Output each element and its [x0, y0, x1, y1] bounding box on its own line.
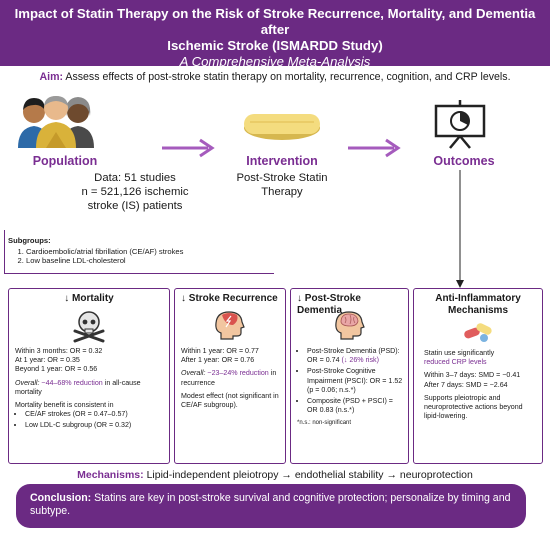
population-title: Population: [32, 154, 98, 168]
population-line-1: Data: 51 studies: [94, 172, 176, 184]
conclusion-box: Conclusion: Statins are key in post-stro…: [16, 484, 526, 528]
presentation-chart-icon: [434, 100, 486, 149]
card-recurrence: ↓ Stroke Recurrence Within 1 year: OR = …: [174, 288, 286, 464]
recurrence-line: Within 1 year: OR = 0.77: [181, 347, 259, 355]
subgroups-bracket: [4, 230, 274, 274]
mortality-line: Within 3 months: OR = 0.32: [15, 347, 103, 355]
subgroups-box: Subgroups: Cardioembolic/atrial fibrilla…: [8, 236, 223, 266]
skull-crossbones-icon: [73, 311, 105, 343]
mechanisms-statement: Mechanisms: Lipid-independent pleiotropy…: [0, 469, 550, 481]
dementia-list: Post-Stroke Dementia (PSD): OR = 0.74 (↓…: [297, 347, 404, 415]
header-banner: Impact of Statin Therapy on the Risk of …: [0, 0, 550, 69]
population-line-3: stroke (IS) patients: [87, 200, 183, 212]
intervention-title: Intervention: [246, 154, 318, 168]
subtitle: A Comprehensive Meta-Analysis: [179, 54, 371, 69]
aim-text: Assess effects of post-stroke statin the…: [63, 71, 511, 83]
title-line-1: Impact of Statin Therapy on the Risk of …: [14, 6, 536, 37]
card-inflammation-title: Anti-Inflammatory Mechanisms: [414, 289, 542, 317]
mortality-line: Beyond 1 year: OR = 0.56: [15, 365, 98, 374]
head-lightning-icon: [215, 311, 245, 340]
intervention-line-1: Post-Stroke Statin: [236, 172, 328, 184]
dementia-item-1: Post-Stroke Dementia (PSD): OR = 0.74: [307, 347, 400, 365]
mechanisms-label: Mechanisms:: [77, 469, 144, 481]
people-group-icon: [18, 96, 94, 148]
conclusion-text: Statins are key in post-stroke survival …: [30, 492, 511, 517]
card-mortality: ↓ Mortality Within 3 months: OR = 0.32 A…: [8, 288, 170, 464]
inflammation-intro-highlight: reduced CRP levels: [424, 358, 487, 367]
mortality-overall-rest: in all-cause mortality: [15, 378, 141, 396]
recurrence-overall-rest: in recurrence: [181, 369, 277, 387]
pills-cluster-icon: [464, 323, 492, 342]
card-recurrence-title: ↓ Stroke Recurrence: [181, 293, 278, 304]
list-item: Post-Stroke Cognitive Impairment (PSCI):…: [307, 367, 404, 395]
list-item: Low LDL-C subgroup (OR = 0.32): [25, 421, 165, 430]
population-text: Data: 51 studies n = 521,126 ischemic st…: [40, 171, 230, 213]
card-recurrence-body: Within 1 year: OR = 0.77 After 1 year: O…: [181, 347, 281, 414]
arrow-down-icon: [456, 170, 464, 288]
card-mortality-title: ↓ Mortality: [64, 293, 114, 304]
title-line-2: Ischemic Stroke (ISMARDD Study): [167, 38, 383, 53]
card-dementia-title: ↓ Post-Stroke Dementia: [297, 293, 361, 316]
dementia-item-1-highlight: (↓ 26% risk): [341, 356, 379, 365]
mortality-overall-label: Overall:: [15, 378, 40, 387]
mortality-line: At 1 year: OR = 0.35: [15, 356, 80, 365]
arrow-right-icon: [162, 138, 215, 158]
inflammation-line: After 7 days: SMD = −2.64: [424, 380, 508, 389]
mortality-benefit-intro: Mortality benefit is consistent in: [15, 401, 114, 410]
intervention-line-2: Therapy: [261, 186, 303, 198]
intervention-text: Post-Stroke Statin Therapy: [212, 171, 352, 199]
list-item: Post-Stroke Dementia (PSD): OR = 0.74 (↓…: [307, 347, 404, 365]
list-item: Composite (PSD + PSCI) = OR 0.83 (n.s.*): [307, 397, 404, 415]
card-dementia-body: Post-Stroke Dementia (PSD): OR = 0.74 (↓…: [297, 347, 404, 429]
aim-statement: Aim: Assess effects of post-stroke stati…: [0, 71, 550, 83]
dementia-footnote: *n.s.: non-significant: [297, 420, 352, 427]
mortality-overall-highlight: ~44–68% reduction: [39, 378, 103, 387]
inflammation-title-line-2: Mechanisms: [447, 305, 509, 316]
recurrence-overall-label: Overall:: [181, 369, 206, 378]
conclusion-label: Conclusion:: [30, 492, 92, 504]
recurrence-overall-highlight: ~23–24% reduction: [205, 369, 269, 378]
inflammation-title-line-1: Anti-Inflammatory: [435, 293, 521, 304]
pill-icon: [244, 114, 320, 140]
card-dementia: ↓ Post-Stroke Dementia Post-Stroke Demen…: [290, 288, 409, 464]
mortality-benefit-list: CE/AF strokes (OR = 0.47–0.57) Low LDL-C…: [15, 410, 165, 430]
recurrence-note: Modest effect (not significant in CE/AF …: [181, 391, 279, 410]
subgroup-item: Cardioembolic/atrial fibrillation (CE/AF…: [26, 247, 223, 257]
card-inflammation-body: Statin use significantly reduced CRP lev…: [424, 349, 538, 425]
subgroup-item: Low baseline LDL-cholesterol: [26, 256, 223, 266]
outcomes-title: Outcomes: [433, 154, 495, 168]
brain-head-icon: [335, 311, 365, 340]
arrow-right-icon: [348, 138, 401, 158]
aim-label: Aim:: [39, 71, 64, 83]
list-item: CE/AF strokes (OR = 0.47–0.57): [25, 410, 165, 419]
recurrence-line: After 1 year: OR = 0.76: [181, 356, 255, 365]
inflammation-line: Within 3–7 days: SMD = −0.41: [424, 371, 521, 380]
inflammation-note: Supports pleiotropic and neuroprotective…: [424, 393, 523, 421]
inflammation-intro: Statin use significantly: [424, 349, 495, 357]
population-line-2: n = 521,126 ischemic: [81, 186, 189, 198]
mechanisms-text: Lipid-independent pleiotropy → endotheli…: [143, 469, 473, 481]
card-mortality-body: Within 3 months: OR = 0.32 At 1 year: OR…: [15, 347, 165, 433]
subgroups-list: Cardioembolic/atrial fibrillation (CE/AF…: [8, 247, 223, 266]
card-inflammation: Anti-Inflammatory Mechanisms Statin use …: [413, 288, 543, 464]
subgroups-title: Subgroups:: [8, 236, 51, 245]
